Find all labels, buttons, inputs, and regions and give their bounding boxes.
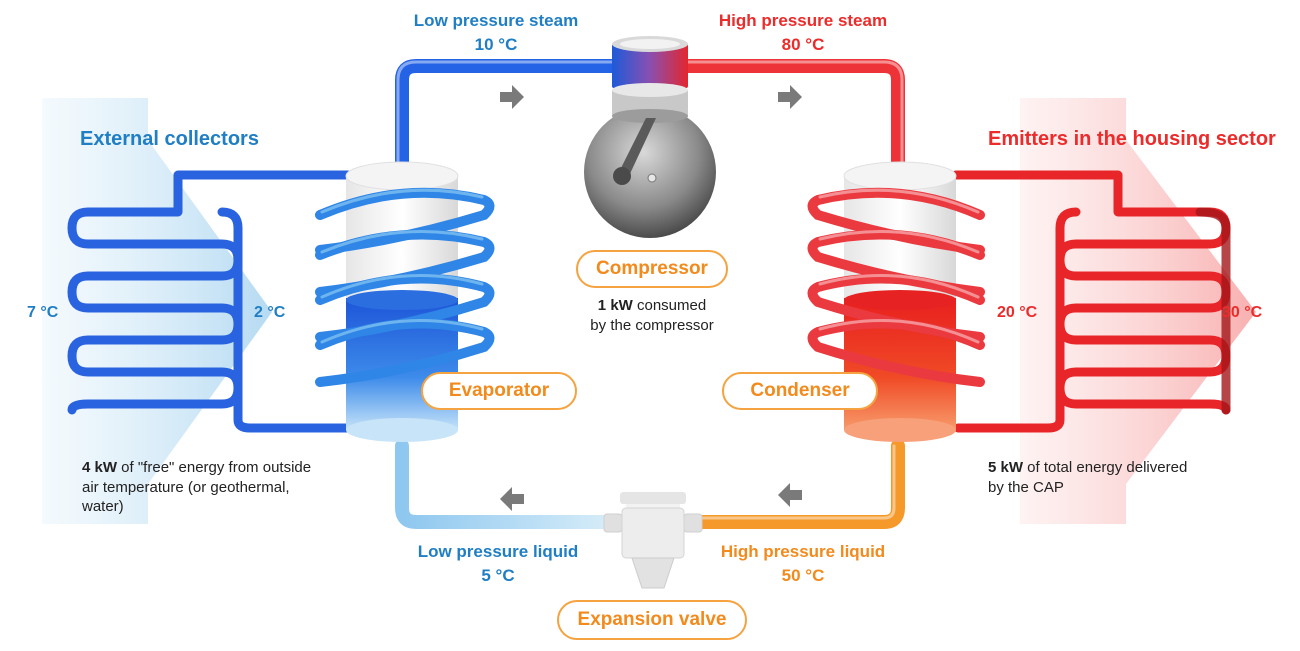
low-pressure-steam-temp: 10 °C: [474, 35, 518, 54]
high-pressure-liquid-temp: 50 °C: [781, 566, 825, 585]
condenser-label: Condenser: [722, 372, 878, 410]
low-pressure-steam-pipe: [395, 59, 619, 177]
compressor-energy-note: 1 kW consumed by the compressor: [590, 296, 713, 335]
condenser-coil: [807, 187, 985, 387]
total-energy-value: 5 kW: [988, 459, 1024, 476]
emitters-title: Emitters in the housing sector: [988, 128, 1276, 150]
external-collector-coil: [67, 170, 355, 433]
emitter-coil: [951, 170, 1231, 433]
compressor-label: Compressor: [576, 250, 728, 288]
high-pressure-steam-temp: 80 °C: [781, 35, 825, 54]
high-pressure-liquid-pipe: [681, 439, 905, 529]
compressor-energy-value: 1 kW: [597, 297, 633, 314]
evaporator-coil: [315, 187, 495, 387]
compressor-unit: [584, 36, 716, 238]
low-pressure-liquid-pipe: [395, 439, 619, 529]
high-pressure-steam-pipe: [679, 59, 905, 177]
low-pressure-steam-label: Low pressure steam: [413, 11, 579, 30]
flow-arrows: [500, 85, 802, 511]
outside-in-temp: 7 °C: [27, 304, 59, 321]
high-pressure-steam-label: High pressure steam: [718, 11, 888, 30]
compressor-note-line1: consumed: [632, 297, 707, 314]
evaporator-label: Evaporator: [421, 372, 577, 410]
house-out-temp: 30 °C: [1222, 304, 1263, 321]
low-pressure-liquid-label: Low pressure liquid: [417, 542, 579, 561]
free-note-line3: water): [82, 498, 124, 515]
free-note-line1: of "free" energy from outside: [117, 459, 312, 476]
outside-out-temp: 2 °C: [254, 304, 286, 321]
expansion-valve-label: Expansion valve: [557, 600, 747, 640]
expansion-valve-unit: [603, 492, 703, 589]
free-energy-value: 4 kW: [82, 459, 118, 476]
total-energy-note: 5 kW of total energy delivered by the CA…: [988, 458, 1187, 497]
house-in-temp: 20 °C: [997, 304, 1038, 321]
high-pressure-liquid-label: High pressure liquid: [720, 542, 886, 561]
total-note-line1: of total energy delivered: [1023, 459, 1188, 476]
low-pressure-liquid-temp: 5 °C: [481, 566, 515, 585]
free-note-line2: air temperature (or geothermal,: [82, 478, 290, 496]
external-collectors-title: External collectors: [80, 128, 259, 150]
total-note-line2: by the CAP: [988, 478, 1064, 496]
compressor-note-line2: by the compressor: [590, 316, 714, 334]
free-energy-note: 4 kW of "free" energy from outside air t…: [82, 458, 311, 517]
